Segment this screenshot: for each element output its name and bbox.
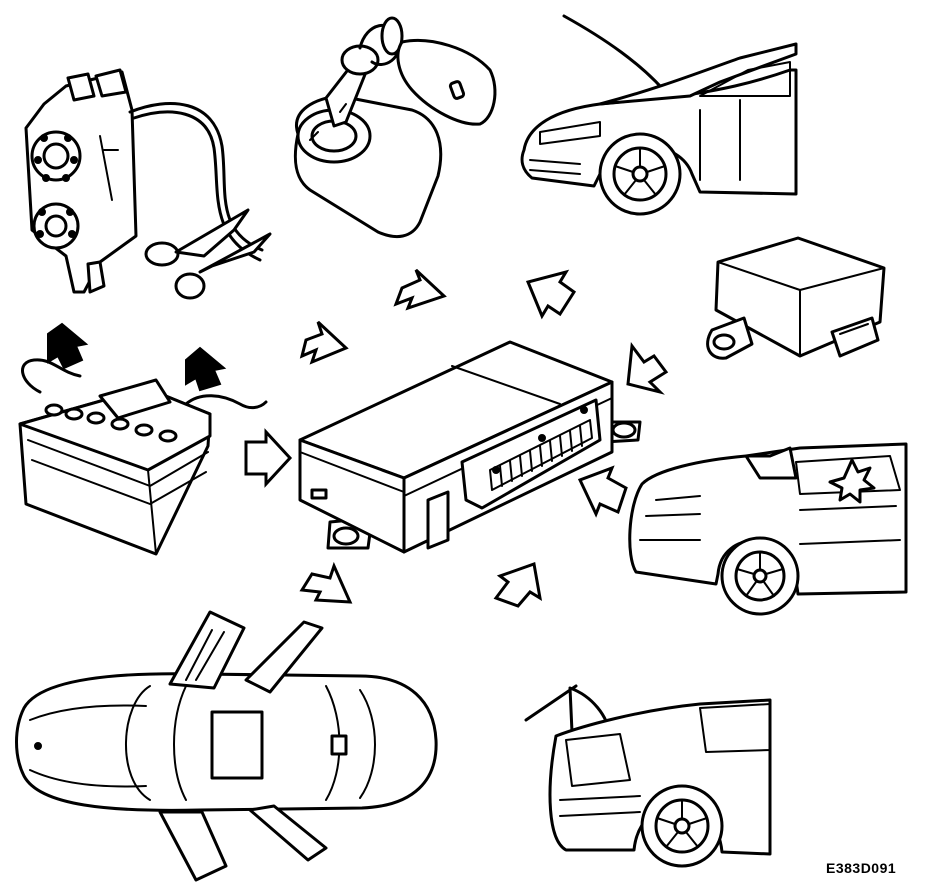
open-hood-car-icon — [520, 14, 798, 216]
trigger-arrow-icons — [244, 268, 669, 608]
figure-code-label: E383D091 — [826, 860, 897, 876]
scissors-icon — [144, 208, 272, 300]
battery-disconnect-icon — [18, 322, 268, 556]
arrow-from-trunk-icon — [493, 561, 543, 608]
broken-window-car-icon — [628, 442, 908, 616]
arrow-from-battery-icon — [244, 428, 293, 488]
arrow-from-glass-break-icon — [577, 465, 628, 518]
arrow-from-hood-icon — [525, 269, 577, 320]
glass-break-star-icon — [828, 458, 876, 504]
open-trunk-car-icon — [524, 684, 772, 868]
arrow-up-right-icon — [185, 346, 227, 392]
arrow-from-ignition-icon — [393, 268, 447, 311]
arrow-from-siren-icon — [299, 320, 349, 365]
arrow-from-sensor-icon — [626, 342, 669, 395]
central-control-unit-icon — [298, 340, 642, 554]
ignition-key-icon — [293, 16, 497, 239]
sensor-module-icon — [706, 236, 886, 360]
arrow-from-doors-icon — [299, 561, 353, 604]
arrow-up-left-icon — [47, 322, 89, 370]
siren-icon — [24, 68, 272, 300]
open-doors-car-top-icon — [15, 610, 438, 882]
